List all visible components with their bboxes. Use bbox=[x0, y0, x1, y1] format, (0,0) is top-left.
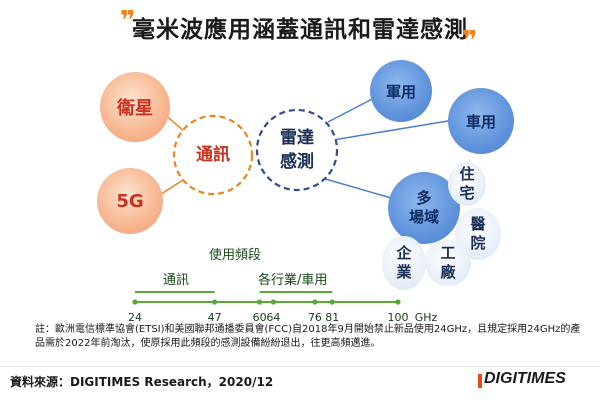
quote-mark-right: ❞ bbox=[462, 26, 478, 56]
satellite-node: 衛星 bbox=[100, 72, 170, 142]
page-title: 毫米波應用涵蓋通訊和雷達感測 bbox=[132, 17, 468, 43]
connector-radar-multi bbox=[321, 177, 399, 201]
5g-node: 5G bbox=[97, 168, 163, 234]
source-credit: 資料來源：DIGITIMES Research，2020/12 bbox=[10, 375, 274, 389]
enterprise-node: 企 業 bbox=[382, 236, 426, 290]
residential-node: 住 宅 bbox=[448, 162, 486, 206]
axis-tick-100 bbox=[395, 299, 401, 305]
radar-hub-ring bbox=[255, 108, 339, 192]
vehicle-node: 車用 bbox=[448, 88, 514, 154]
tick-label-60: 60 bbox=[252, 311, 267, 324]
range-label-industry: 各行業/車用 bbox=[258, 273, 328, 288]
axis-tick-64 bbox=[270, 299, 277, 305]
axis-tick-76 bbox=[312, 299, 318, 305]
axis-tick-47 bbox=[211, 299, 218, 305]
tick-label-47: 47 bbox=[207, 311, 222, 324]
range-label-comm: 通訊 bbox=[163, 273, 190, 288]
axis-tick-24 bbox=[132, 299, 138, 305]
factory-node: 工 廠 bbox=[425, 240, 471, 286]
comm-hub-ring bbox=[172, 114, 254, 196]
footnote: 註：歐洲電信標準協會(ETSI)和美國聯邦通播委員會(FCC)自2018年9月開… bbox=[35, 324, 581, 349]
quote-mark-left: ❞ bbox=[120, 6, 136, 36]
axis-tick-81 bbox=[329, 299, 335, 305]
footer bbox=[0, 366, 600, 401]
digitimes-logo: DIGITIMES bbox=[484, 370, 566, 387]
logo-accent bbox=[478, 374, 482, 388]
tick-label-24: 24 bbox=[128, 311, 142, 324]
military-node: 軍用 bbox=[370, 60, 432, 122]
comm-hub-label: 通訊 bbox=[196, 145, 230, 165]
tick-label-100: 100 bbox=[387, 311, 409, 324]
axis-tick-60 bbox=[256, 299, 263, 305]
tick-label-81: 81 bbox=[325, 311, 340, 324]
frequency-chart-title: 使用頻段 bbox=[209, 248, 262, 263]
axis-unit-label: GHz bbox=[414, 311, 438, 324]
tick-label-64: 64 bbox=[266, 311, 281, 324]
tick-label-76: 76 bbox=[307, 311, 322, 324]
connector-radar-military bbox=[327, 95, 379, 123]
radar-hub-label: 雷達 感測 bbox=[280, 128, 314, 172]
connector-radar-vehicle bbox=[332, 119, 455, 141]
